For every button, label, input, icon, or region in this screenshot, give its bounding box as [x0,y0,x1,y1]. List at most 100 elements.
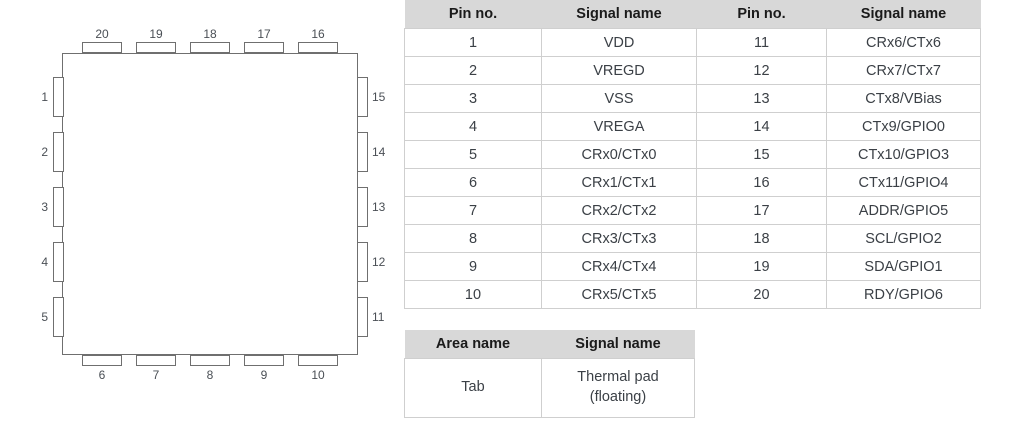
pin-label-2: 2 [41,145,48,159]
signal-name-cell: VDD [541,28,697,57]
pin-no-cell: 19 [696,252,827,281]
package-pin-top-3 [190,42,230,53]
pin-label-17: 17 [257,27,271,41]
table-row: 5 CRx0/CTx0 15 CTx10/GPIO3 [404,140,981,169]
signal-name-cell: CTx9/GPIO0 [826,112,981,141]
package-pin-left-4 [53,242,64,282]
pin-label-19: 19 [149,27,163,41]
package-pin-right-12 [357,242,368,282]
package-pin-top-5 [298,42,338,53]
pin-no-cell: 13 [696,84,827,113]
pin-no-cell: 15 [696,140,827,169]
table-row: 1 VDD 11 CRx6/CTx6 [404,28,981,57]
package-pin-top-4 [244,42,284,53]
table-row: 9 CRx4/CTx4 19 SDA/GPIO1 [404,252,981,281]
signal-name-cell: ADDR/GPIO5 [826,196,981,225]
package-pin-left-5 [53,297,64,337]
package-pin-left-1 [53,77,64,117]
signal-name-cell: CRx0/CTx0 [541,140,697,169]
pin-no-cell: 1 [404,28,542,57]
pin-no-cell: 20 [696,280,827,309]
package-diagram: 20 19 18 17 16 1 2 3 4 5 15 14 13 12 11 … [0,0,400,428]
area-table-header-row: Area name Signal name [404,330,695,359]
pin-label-13: 13 [372,200,386,214]
pin-label-14: 14 [372,145,386,159]
signal-name-cell: VREGD [541,56,697,85]
table-row: 7 CRx2/CTx2 17 ADDR/GPIO5 [404,196,981,225]
pin-label-6: 6 [98,368,106,382]
package-pin-bottom-10 [298,355,338,366]
pin-label-3: 3 [41,200,48,214]
pin-no-cell: 9 [404,252,542,281]
package-pin-bottom-9 [244,355,284,366]
pin-label-1: 1 [41,90,48,104]
pin-table-header-pin-no-2: Pin no. [696,0,827,29]
pin-no-cell: 11 [696,28,827,57]
pin-no-cell: 12 [696,56,827,85]
table-row: 3 VSS 13 CTx8/VBias [404,84,981,113]
pin-label-10: 10 [311,368,325,382]
pin-assignment-table: Pin no. Signal name Pin no. Signal name … [404,0,981,309]
pin-no-cell: 7 [404,196,542,225]
table-row: 4 VREGA 14 CTx9/GPIO0 [404,112,981,141]
pin-label-7: 7 [152,368,160,382]
area-signal-line-2: (floating) [589,389,647,405]
pin-label-12: 12 [372,255,386,269]
table-row: 2 VREGD 12 CRx7/CTx7 [404,56,981,85]
signal-name-cell: CRx4/CTx4 [541,252,697,281]
signal-name-cell: CTx11/GPIO4 [826,168,981,197]
pin-label-20: 20 [95,27,109,41]
pin-table-header-signal-name-1: Signal name [541,0,697,29]
thermal-pad-table: Area name Signal name Tab Thermal pad (f… [404,330,695,418]
package-pin-right-15 [357,77,368,117]
signal-name-cell: CRx5/CTx5 [541,280,697,309]
pin-no-cell: 5 [404,140,542,169]
pin-label-4: 4 [41,255,48,269]
table-row: 6 CRx1/CTx1 16 CTx11/GPIO4 [404,168,981,197]
table-row: 8 CRx3/CTx3 18 SCL/GPIO2 [404,224,981,253]
package-pin-left-3 [53,187,64,227]
signal-name-cell: CRx3/CTx3 [541,224,697,253]
pin-table-header-pin-no-1: Pin no. [404,0,542,29]
signal-name-cell: VREGA [541,112,697,141]
pin-table-header-row: Pin no. Signal name Pin no. Signal name [404,0,981,29]
pin-label-5: 5 [41,310,48,324]
pin-no-cell: 14 [696,112,827,141]
signal-name-cell: SCL/GPIO2 [826,224,981,253]
pin-no-cell: 3 [404,84,542,113]
signal-name-cell: CTx8/VBias [826,84,981,113]
signal-name-cell: CTx10/GPIO3 [826,140,981,169]
pin-label-8: 8 [206,368,214,382]
pin-no-cell: 6 [404,168,542,197]
signal-name-cell: RDY/GPIO6 [826,280,981,309]
signal-name-cell: SDA/GPIO1 [826,252,981,281]
area-name-cell: Tab [404,358,542,418]
pin-no-cell: 4 [404,112,542,141]
package-pin-right-14 [357,132,368,172]
signal-name-cell: CRx6/CTx6 [826,28,981,57]
package-pin-bottom-8 [190,355,230,366]
area-signal-line-1: Thermal pad [577,369,659,386]
signal-name-cell: VSS [541,84,697,113]
pin-table-header-signal-name-2: Signal name [826,0,981,29]
pin-no-cell: 8 [404,224,542,253]
table-row: 10 CRx5/CTx5 20 RDY/GPIO6 [404,280,981,309]
pin-label-11: 11 [372,310,385,324]
signal-name-cell: CRx1/CTx1 [541,168,697,197]
area-signal-name-cell: Thermal pad (floating) [541,358,695,418]
pin-label-18: 18 [203,27,217,41]
pin-no-cell: 18 [696,224,827,253]
signal-name-cell: CRx2/CTx2 [541,196,697,225]
pin-label-9: 9 [260,368,268,382]
package-pin-right-11 [357,297,368,337]
pin-no-cell: 17 [696,196,827,225]
package-body-outline [62,53,358,355]
pin-label-16: 16 [311,27,325,41]
pin-no-cell: 2 [404,56,542,85]
package-pin-top-1 [82,42,122,53]
area-table-header-area-name: Area name [404,330,542,359]
package-pin-bottom-6 [82,355,122,366]
package-pin-right-13 [357,187,368,227]
pin-label-15: 15 [372,90,386,104]
package-pin-top-2 [136,42,176,53]
